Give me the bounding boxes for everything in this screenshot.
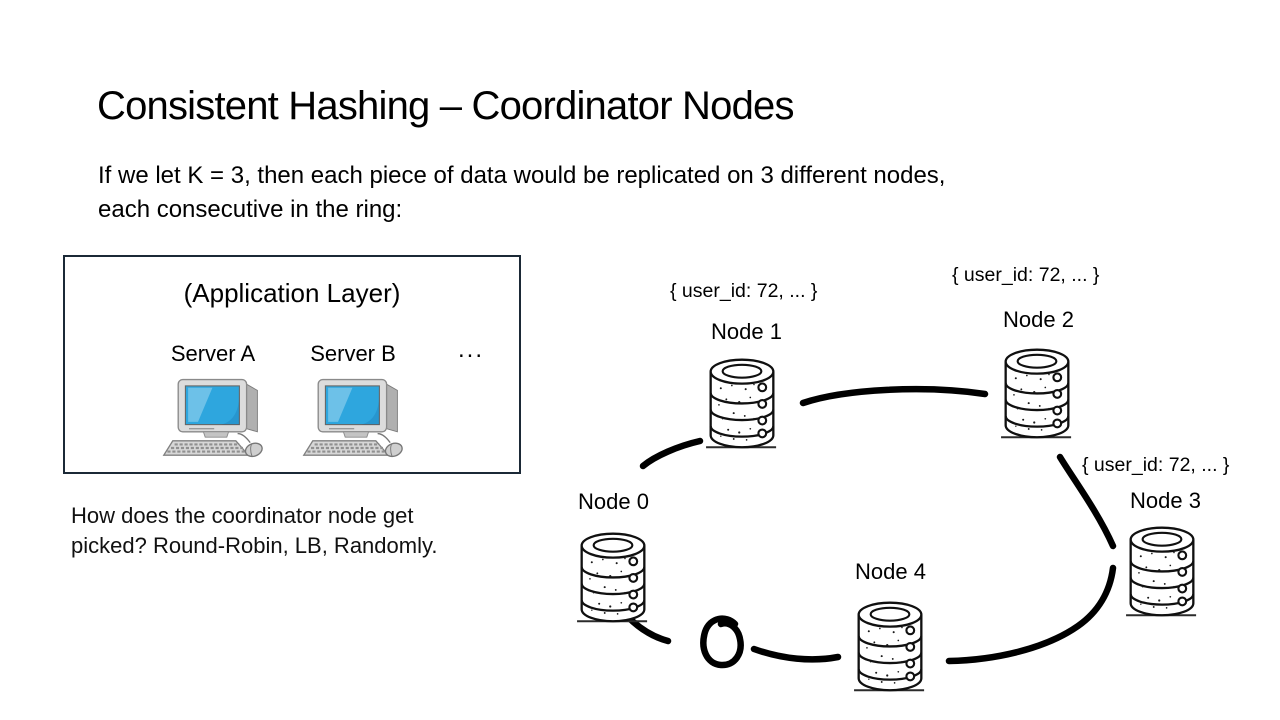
computer-icon: [302, 376, 410, 466]
computer-icon: [162, 376, 270, 466]
ring-stroke-node4-loop: [750, 645, 842, 663]
slide-body-line-2: each consecutive in the ring:: [98, 196, 403, 223]
server-a-label: Server A: [170, 341, 256, 366]
node4-label: Node 4: [855, 559, 926, 584]
database-icon: [1126, 524, 1198, 618]
ring-stroke-node1-tail: [639, 437, 704, 470]
application-layer-box: [63, 255, 521, 474]
node1-data-label: { user_id: 72, ... }: [670, 280, 818, 302]
ring-stroke-node3-node4: [945, 564, 1117, 665]
database-icon: [706, 356, 778, 450]
database-icon: [854, 599, 926, 693]
coordinator-question: How does the coordinator node get picked…: [71, 501, 437, 561]
node2-label: Node 2: [1003, 307, 1074, 332]
slide-title: Consistent Hashing – Coordinator Nodes: [97, 84, 794, 128]
ring-stroke-top-arc: [799, 385, 989, 407]
coordinator-question-line-2: picked? Round-Robin, LB, Randomly.: [71, 533, 438, 558]
database-icon: [1001, 346, 1073, 440]
node3-label: Node 3: [1130, 488, 1201, 513]
node1-label: Node 1: [711, 319, 782, 344]
node0-label: Node 0: [578, 489, 649, 514]
node3-data-label: { user_id: 72, ... }: [1082, 454, 1230, 476]
ring-stroke-loop: [700, 615, 744, 669]
database-icon: [577, 530, 649, 624]
slide-body: If we let K = 3, then each piece of data…: [98, 159, 945, 227]
application-layer-title: (Application Layer): [183, 278, 401, 308]
more-servers-ellipsis: ...: [457, 336, 484, 363]
server-b-label: Server B: [310, 341, 396, 366]
slide-body-line-1: If we let K = 3, then each piece of data…: [98, 162, 946, 189]
node2-data-label: { user_id: 72, ... }: [952, 264, 1100, 286]
coordinator-question-line-1: How does the coordinator node get: [71, 503, 414, 528]
